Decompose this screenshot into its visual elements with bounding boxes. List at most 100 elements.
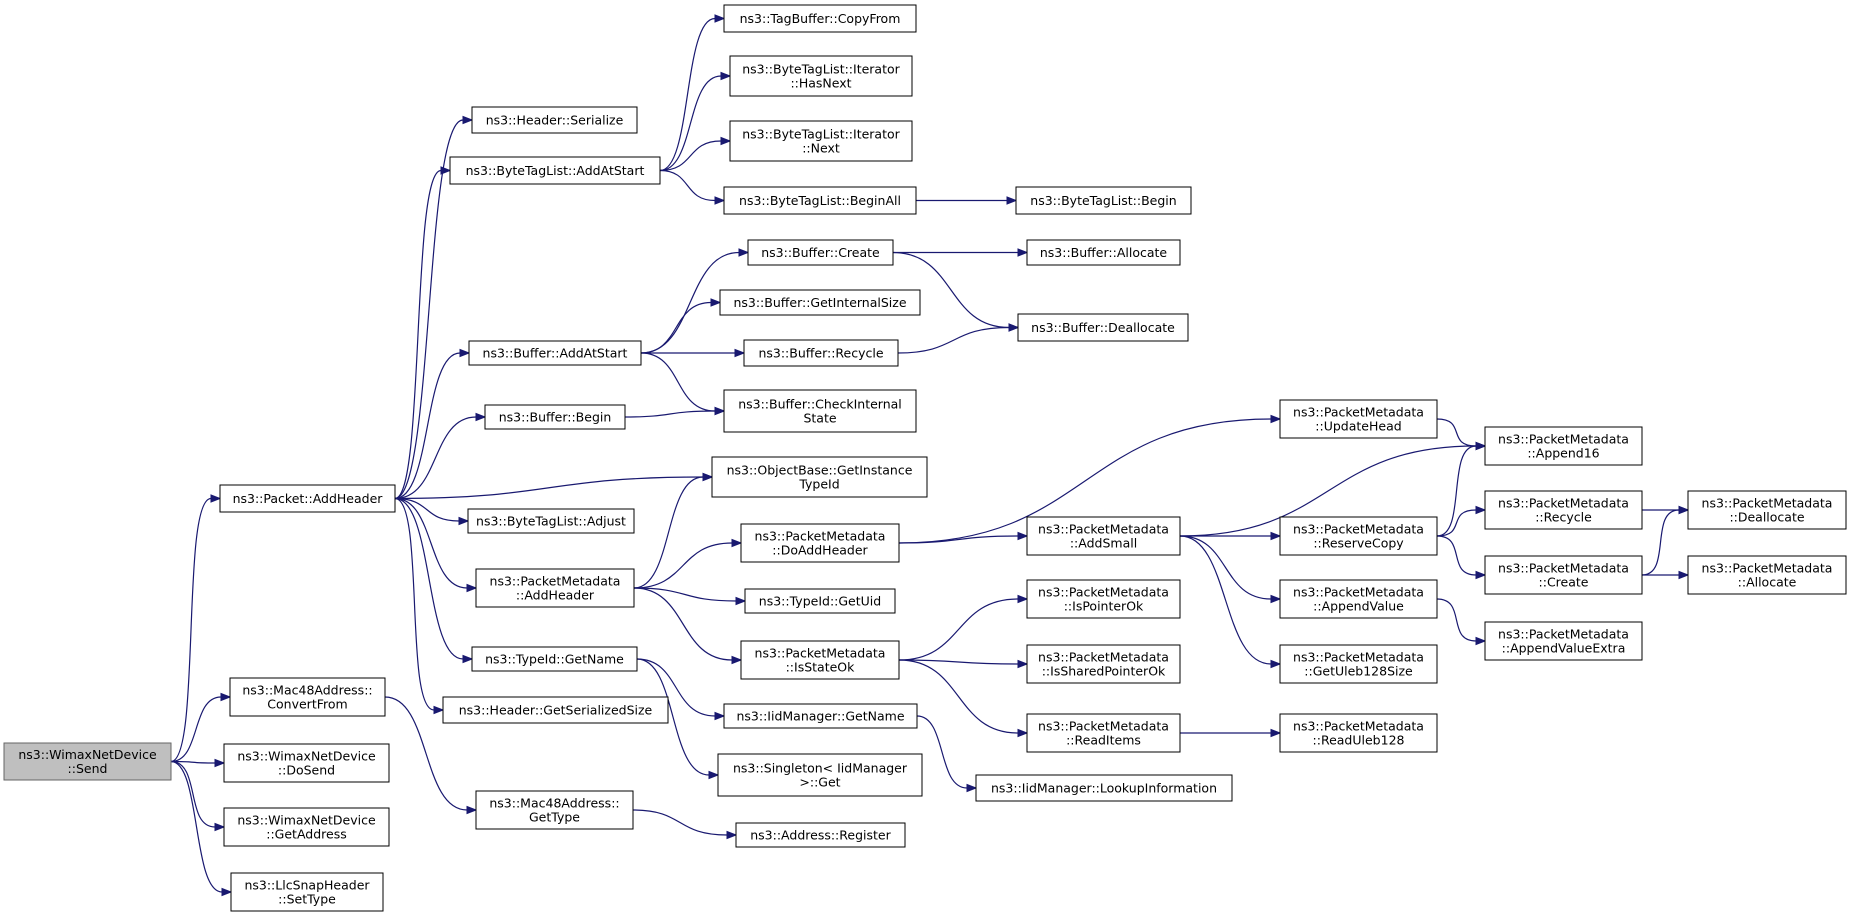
arrowhead: [1006, 196, 1018, 205]
arrowhead: [1270, 659, 1282, 669]
node-label-line: ConvertFrom: [267, 697, 347, 712]
node-label-line: ns3::PacketMetadata: [755, 646, 886, 661]
node-btl-beginall[interactable]: ns3::ByteTagList::BeginAll: [723, 186, 917, 215]
node-box: [1017, 313, 1189, 342]
arrowhead: [1270, 728, 1282, 738]
node-pm-addsmall[interactable]: ns3::PacketMetadata::AddSmall: [1026, 516, 1181, 556]
node-typeid-getname[interactable]: ns3::TypeId::GetName: [471, 646, 638, 672]
node-pm-updatehead[interactable]: ns3::PacketMetadata::UpdateHead: [1279, 399, 1438, 439]
node-tagbuffer-copyfrom[interactable]: ns3::TagBuffer::CopyFrom: [723, 4, 917, 33]
node-pm-deallocate[interactable]: ns3::PacketMetadata::Deallocate: [1687, 490, 1847, 530]
edge-pkt_addheader-to-pm_addheader: [394, 497, 478, 593]
arrowhead: [214, 822, 226, 832]
node-label-line: ns3::ObjectBase::GetInstance: [727, 463, 913, 478]
node-label-line: ::Next: [802, 141, 840, 156]
node-pm-allocate[interactable]: ns3::PacketMetadata::Allocate: [1687, 555, 1847, 595]
node-buf-recycle[interactable]: ns3::Buffer::Recycle: [743, 339, 899, 367]
node-label-line: ns3::IidManager::GetName: [736, 709, 904, 724]
node-iid-lookupinformation[interactable]: ns3::IidManager::LookupInformation: [975, 774, 1233, 802]
node-iid-getname[interactable]: ns3::IidManager::GetName: [723, 703, 918, 729]
node-box: [471, 646, 638, 672]
node-box: [449, 156, 661, 185]
node-buf-deallocate[interactable]: ns3::Buffer::Deallocate: [1017, 313, 1189, 342]
node-label-line: ns3::TypeId::GetUid: [759, 594, 881, 609]
edge-line: [640, 352, 716, 412]
node-label-line: ns3::Packet::AddHeader: [233, 491, 384, 506]
arrowhead: [440, 166, 452, 175]
node-header-getserializedsize[interactable]: ns3::Header::GetSerializedSize: [442, 696, 669, 724]
node-box: [484, 404, 626, 430]
node-box: [1484, 426, 1643, 466]
node-box: [468, 340, 642, 366]
edge-mac48_gettype-to-address_register: [632, 809, 738, 840]
edge-pm_isstateok-to-pm_readitems: [898, 659, 1029, 738]
node-pm-create[interactable]: ns3::PacketMetadata::Create: [1484, 555, 1643, 595]
node-pm-getuleb128size[interactable]: ns3::PacketMetadata::GetUleb128Size: [1279, 644, 1438, 684]
edge-pm_doaddheader-to-pm_addsmall: [898, 531, 1029, 544]
node-llc-settype[interactable]: ns3::LlcSnapHeader::SetType: [230, 872, 384, 912]
node-wimax-getaddress[interactable]: ns3::WimaxNetDevice::GetAddress: [223, 807, 390, 847]
node-btl-begin[interactable]: ns3::ByteTagList::Begin: [1015, 186, 1192, 215]
node-address-register[interactable]: ns3::Address::Register: [735, 822, 906, 848]
node-pm-addheader[interactable]: ns3::PacketMetadata::AddHeader: [475, 568, 635, 608]
node-btl-it-hasnext[interactable]: ns3::ByteTagList::Iterator::HasNext: [729, 55, 913, 97]
edge-line: [1179, 535, 1272, 600]
arrowhead: [1678, 505, 1690, 515]
edge-line: [394, 497, 435, 711]
node-buf-begin[interactable]: ns3::Buffer::Begin: [484, 404, 626, 430]
node-buf-addatstart[interactable]: ns3::Buffer::AddAtStart: [468, 340, 642, 366]
node-box: [1026, 516, 1181, 556]
node-box: [723, 186, 917, 215]
node-mac48-gettype[interactable]: ns3::Mac48Address::GetType: [475, 790, 634, 830]
node-mac48-convertfrom[interactable]: ns3::Mac48Address::ConvertFrom: [229, 677, 386, 717]
node-label-line: ::DoAddHeader: [772, 543, 868, 558]
node-box: [475, 790, 634, 830]
node-pm-recycle[interactable]: ns3::PacketMetadata::Recycle: [1484, 490, 1643, 530]
node-label-line: ::GetUleb128Size: [1304, 664, 1413, 679]
arrowhead: [458, 516, 470, 526]
node-btl-addatstart[interactable]: ns3::ByteTagList::AddAtStart: [449, 156, 661, 185]
node-pm-issharedpointerok[interactable]: ns3::PacketMetadata::IsSharedPointerOk: [1026, 644, 1181, 684]
node-label-line: ns3::Address::Register: [750, 828, 891, 843]
node-label-line: ::AddSmall: [1070, 536, 1137, 551]
node-header-serialize[interactable]: ns3::Header::Serialize: [471, 106, 638, 134]
node-pm-isstateok[interactable]: ns3::PacketMetadata::IsStateOk: [740, 640, 900, 680]
node-wimax-dosend[interactable]: ns3::WimaxNetDevice::DoSend: [223, 743, 390, 783]
node-btl-adjust[interactable]: ns3::ByteTagList::Adjust: [467, 508, 635, 534]
edge-line: [170, 760, 216, 764]
node-box: [475, 568, 635, 608]
node-pm-readitems[interactable]: ns3::PacketMetadata::ReadItems: [1026, 713, 1181, 753]
arrowhead: [734, 348, 746, 358]
node-pm-readuleb128[interactable]: ns3::PacketMetadata::ReadUleb128: [1279, 713, 1438, 753]
node-label-line: ::IsStateOk: [786, 660, 856, 675]
edge-line: [632, 809, 728, 836]
edge-pkt_addheader-to-btl_addatstart: [394, 166, 452, 500]
edge-pm_addsmall-to-pm_appendvalue: [1179, 535, 1282, 604]
arrowhead: [714, 711, 726, 721]
node-box: [229, 677, 386, 717]
node-singleton-get[interactable]: ns3::Singleton< IidManager>::Get: [717, 753, 923, 797]
node-label-line: ::ReadItems: [1066, 733, 1141, 748]
node-pm-reservecopy[interactable]: ns3::PacketMetadata::ReserveCopy: [1279, 516, 1438, 556]
edge-line: [892, 251, 1010, 329]
node-pkt-addheader[interactable]: ns3::Packet::AddHeader: [219, 484, 396, 513]
node-label-line: ::Create: [1539, 575, 1589, 590]
edge-line: [659, 140, 722, 172]
node-root[interactable]: ns3::WimaxNetDevice::Send: [3, 742, 172, 781]
node-buf-allocate[interactable]: ns3::Buffer::Allocate: [1026, 239, 1181, 266]
arrowhead: [1475, 441, 1487, 451]
node-btl-it-next[interactable]: ns3::ByteTagList::Iterator::Next: [729, 120, 913, 162]
node-pm-appendvalue[interactable]: ns3::PacketMetadata::AppendValue: [1279, 579, 1438, 619]
node-pm-doaddheader[interactable]: ns3::PacketMetadata::DoAddHeader: [740, 523, 900, 563]
node-typeid-getuid[interactable]: ns3::TypeId::GetUid: [744, 588, 896, 614]
node-pm-ispointerok[interactable]: ns3::PacketMetadata::IsPointerOk: [1026, 579, 1181, 619]
node-label-line: ns3::PacketMetadata: [1038, 522, 1169, 537]
node-pm-appendvalueextra[interactable]: ns3::PacketMetadata::AppendValueExtra: [1484, 621, 1643, 661]
node-pm-append16[interactable]: ns3::PacketMetadata::Append16: [1484, 426, 1643, 466]
node-label-line: ::AddHeader: [516, 588, 595, 603]
edge-line: [394, 169, 442, 500]
node-buf-create[interactable]: ns3::Buffer::Create: [747, 239, 894, 266]
node-buf-getinternalsize[interactable]: ns3::Buffer::GetInternalSize: [719, 289, 921, 316]
